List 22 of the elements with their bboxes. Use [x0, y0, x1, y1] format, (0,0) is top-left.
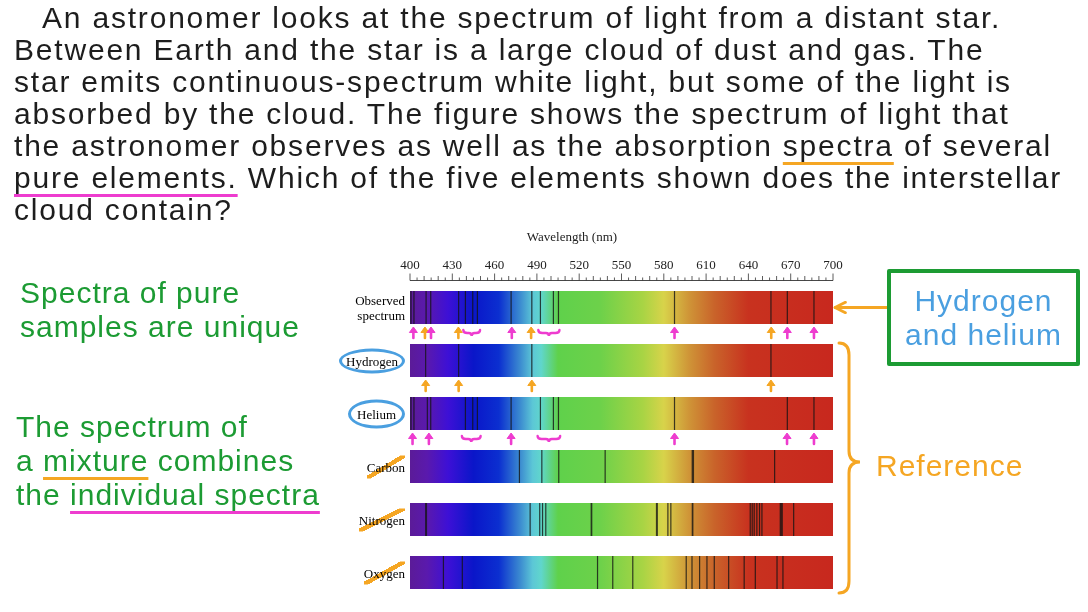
tick-label: 400 [400, 257, 420, 272]
axis-title: Wavelength (nm) [526, 229, 618, 244]
tick-label: 640 [738, 257, 759, 272]
note-text: The spectrum of a mixture combines the individual spectra [16, 410, 320, 512]
callout-text: Hydrogen and helium [904, 283, 1063, 352]
tick-label: 580 [654, 257, 674, 272]
row-label: Helium [348, 399, 405, 428]
bracket-label: Reference [876, 448, 1024, 484]
row-label: Observed spectrum [354, 292, 405, 323]
tick-label: 670 [780, 257, 801, 272]
tick-label: 550 [611, 257, 632, 272]
row-label: Hydrogen [339, 348, 405, 373]
tick-label: 610 [696, 257, 716, 272]
tick-label: 700 [823, 257, 843, 272]
question-text: An astronomer looks at the spectrum of light from a distant star. Between Earth and the star is a large cloud of dust and gas. The star emits continuous-spectrum white light, but some of the light is absorbed by the cloud. The figure shows the spectrum of light that the astronomer observes as well as the absorption spectra of several pure elements. Which of the five elements shown does the interstellar cloud contain? [14, 2, 1063, 226]
note-text: Spectra of pure samples are unique [20, 276, 300, 344]
arrow [833, 300, 889, 315]
tick-label: 520 [569, 257, 589, 272]
tick-label: 490 [527, 257, 547, 272]
callout-box [887, 269, 1080, 366]
tick-label: 430 [442, 257, 463, 272]
tick-label: 460 [484, 257, 505, 272]
